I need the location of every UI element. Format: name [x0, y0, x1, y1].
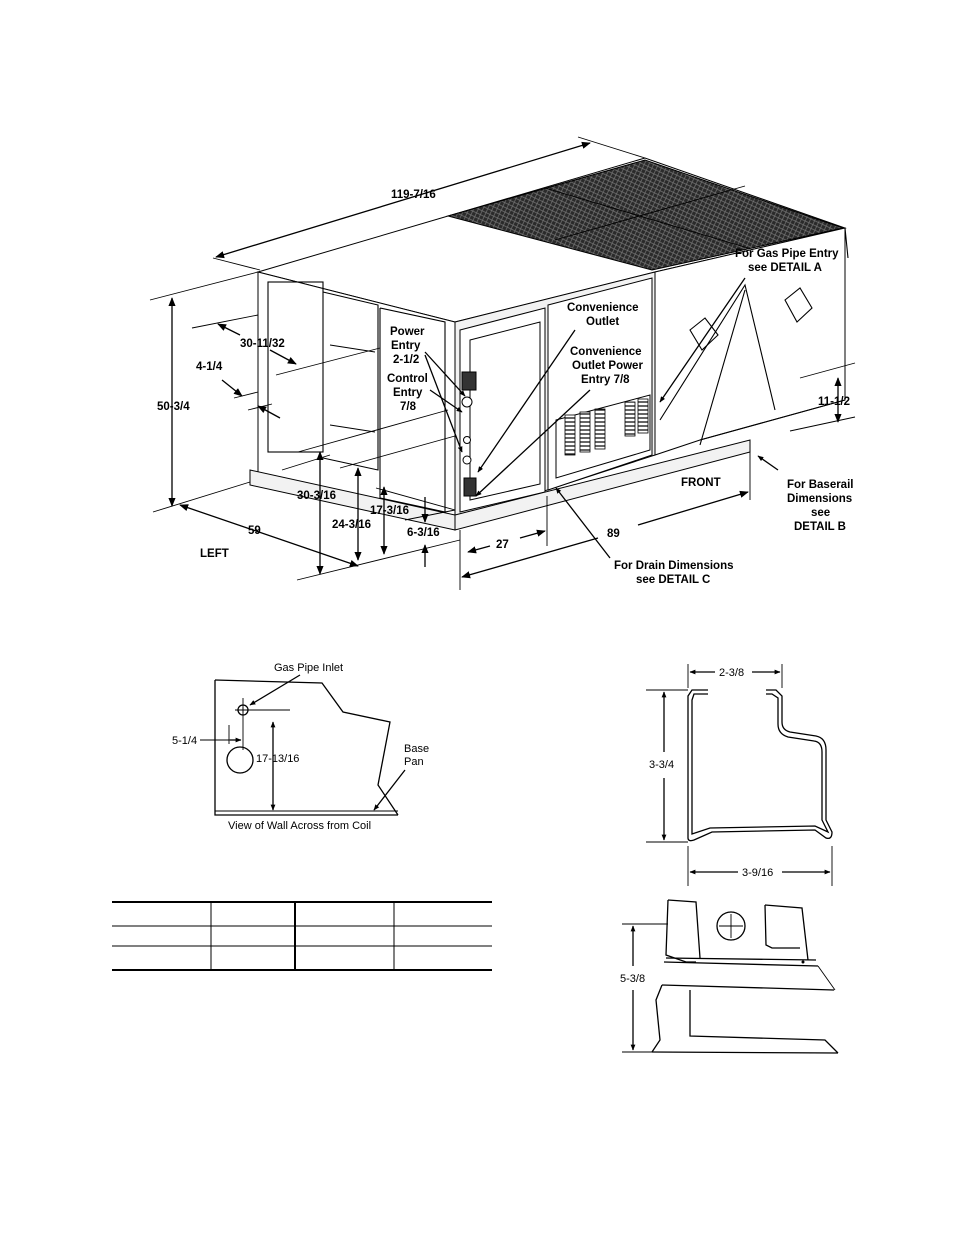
base-pan-line1: Base	[404, 743, 429, 755]
dim-height: 50-3/4	[157, 401, 190, 413]
convenience-outlet-line1: Convenience	[567, 302, 639, 314]
dim-front-length: 89	[607, 528, 620, 540]
dim-length: 119-7/16	[391, 189, 436, 201]
unit-dimensions: 119-7/16 50-3/4 30-11/32 4-1/4 30-3/16 2…	[149, 136, 856, 590]
detail-b-width-top: 2-3/8	[719, 667, 744, 679]
gas-callout-line1: For Gas Pipe Entry	[735, 248, 839, 260]
control-entry-line2: Entry	[393, 387, 423, 399]
convenience-power-line2: Outlet Power	[572, 360, 643, 372]
detail-a-vertical-dim: 17-13/16	[256, 753, 299, 765]
detail-c: 5-3/8	[620, 899, 839, 1054]
detail-b: 2-3/8 3-3/4 3-9/16	[646, 664, 833, 886]
detail-b-height: 3-3/4	[649, 759, 674, 771]
detail-c-height: 5-3/8	[620, 973, 645, 985]
dim-base-height: 6-3/16	[407, 527, 440, 539]
drain-callout-line2: see DETAIL C	[636, 574, 710, 586]
blank-table	[112, 901, 492, 971]
drain-callout-line1: For Drain Dimensions	[614, 560, 734, 572]
baserail-callout-line2: Dimensions	[787, 493, 852, 505]
power-entry-line2: Entry	[391, 340, 421, 352]
power-entry-line1: Power	[390, 326, 425, 338]
detail-a-caption: View of Wall Across from Coil	[228, 820, 371, 832]
dim-top-to-panel: 30-11/32	[240, 338, 285, 350]
dim-mid-height: 24-3/16	[332, 519, 371, 531]
label-left: LEFT	[200, 548, 229, 560]
baserail-callout-line3: see	[811, 507, 830, 519]
base-pan-line2: Pan	[404, 756, 424, 768]
control-entry-line3: 7/8	[400, 401, 417, 413]
detail-a: Gas Pipe Inlet 5-1/4 17-13/16 Base Pan V…	[172, 662, 429, 832]
convenience-power-line3: Entry 7/8	[581, 374, 630, 386]
baserail-callout-line4: DETAIL B	[794, 521, 846, 533]
power-entry-line3: 2-1/2	[393, 354, 419, 366]
dim-upper-offset: 4-1/4	[196, 361, 223, 373]
dim-lower-height: 30-3/16	[297, 490, 336, 502]
gas-pipe-inlet-label: Gas Pipe Inlet	[274, 662, 343, 674]
dim-depth: 59	[248, 525, 261, 537]
gas-callout-line2: see DETAIL A	[748, 262, 822, 274]
dim-baserail-height: 11-1/2	[818, 396, 850, 408]
label-front: FRONT	[681, 477, 721, 489]
control-entry-line1: Control	[387, 373, 428, 385]
dim-inner-height: 17-3/16	[370, 505, 409, 517]
dim-front-offset: 27	[496, 539, 509, 551]
rooftop-unit-outline	[249, 157, 849, 531]
convenience-outlet-line2: Outlet	[586, 316, 619, 328]
convenience-power-line1: Convenience	[570, 346, 642, 358]
baserail-callout-line1: For Baserail	[787, 479, 853, 491]
unit-callouts: Power Entry 2-1/2 Control Entry 7/8 Conv…	[387, 248, 853, 586]
detail-b-width-bottom: 3-9/16	[742, 867, 773, 879]
detail-a-horizontal-dim: 5-1/4	[172, 735, 197, 747]
